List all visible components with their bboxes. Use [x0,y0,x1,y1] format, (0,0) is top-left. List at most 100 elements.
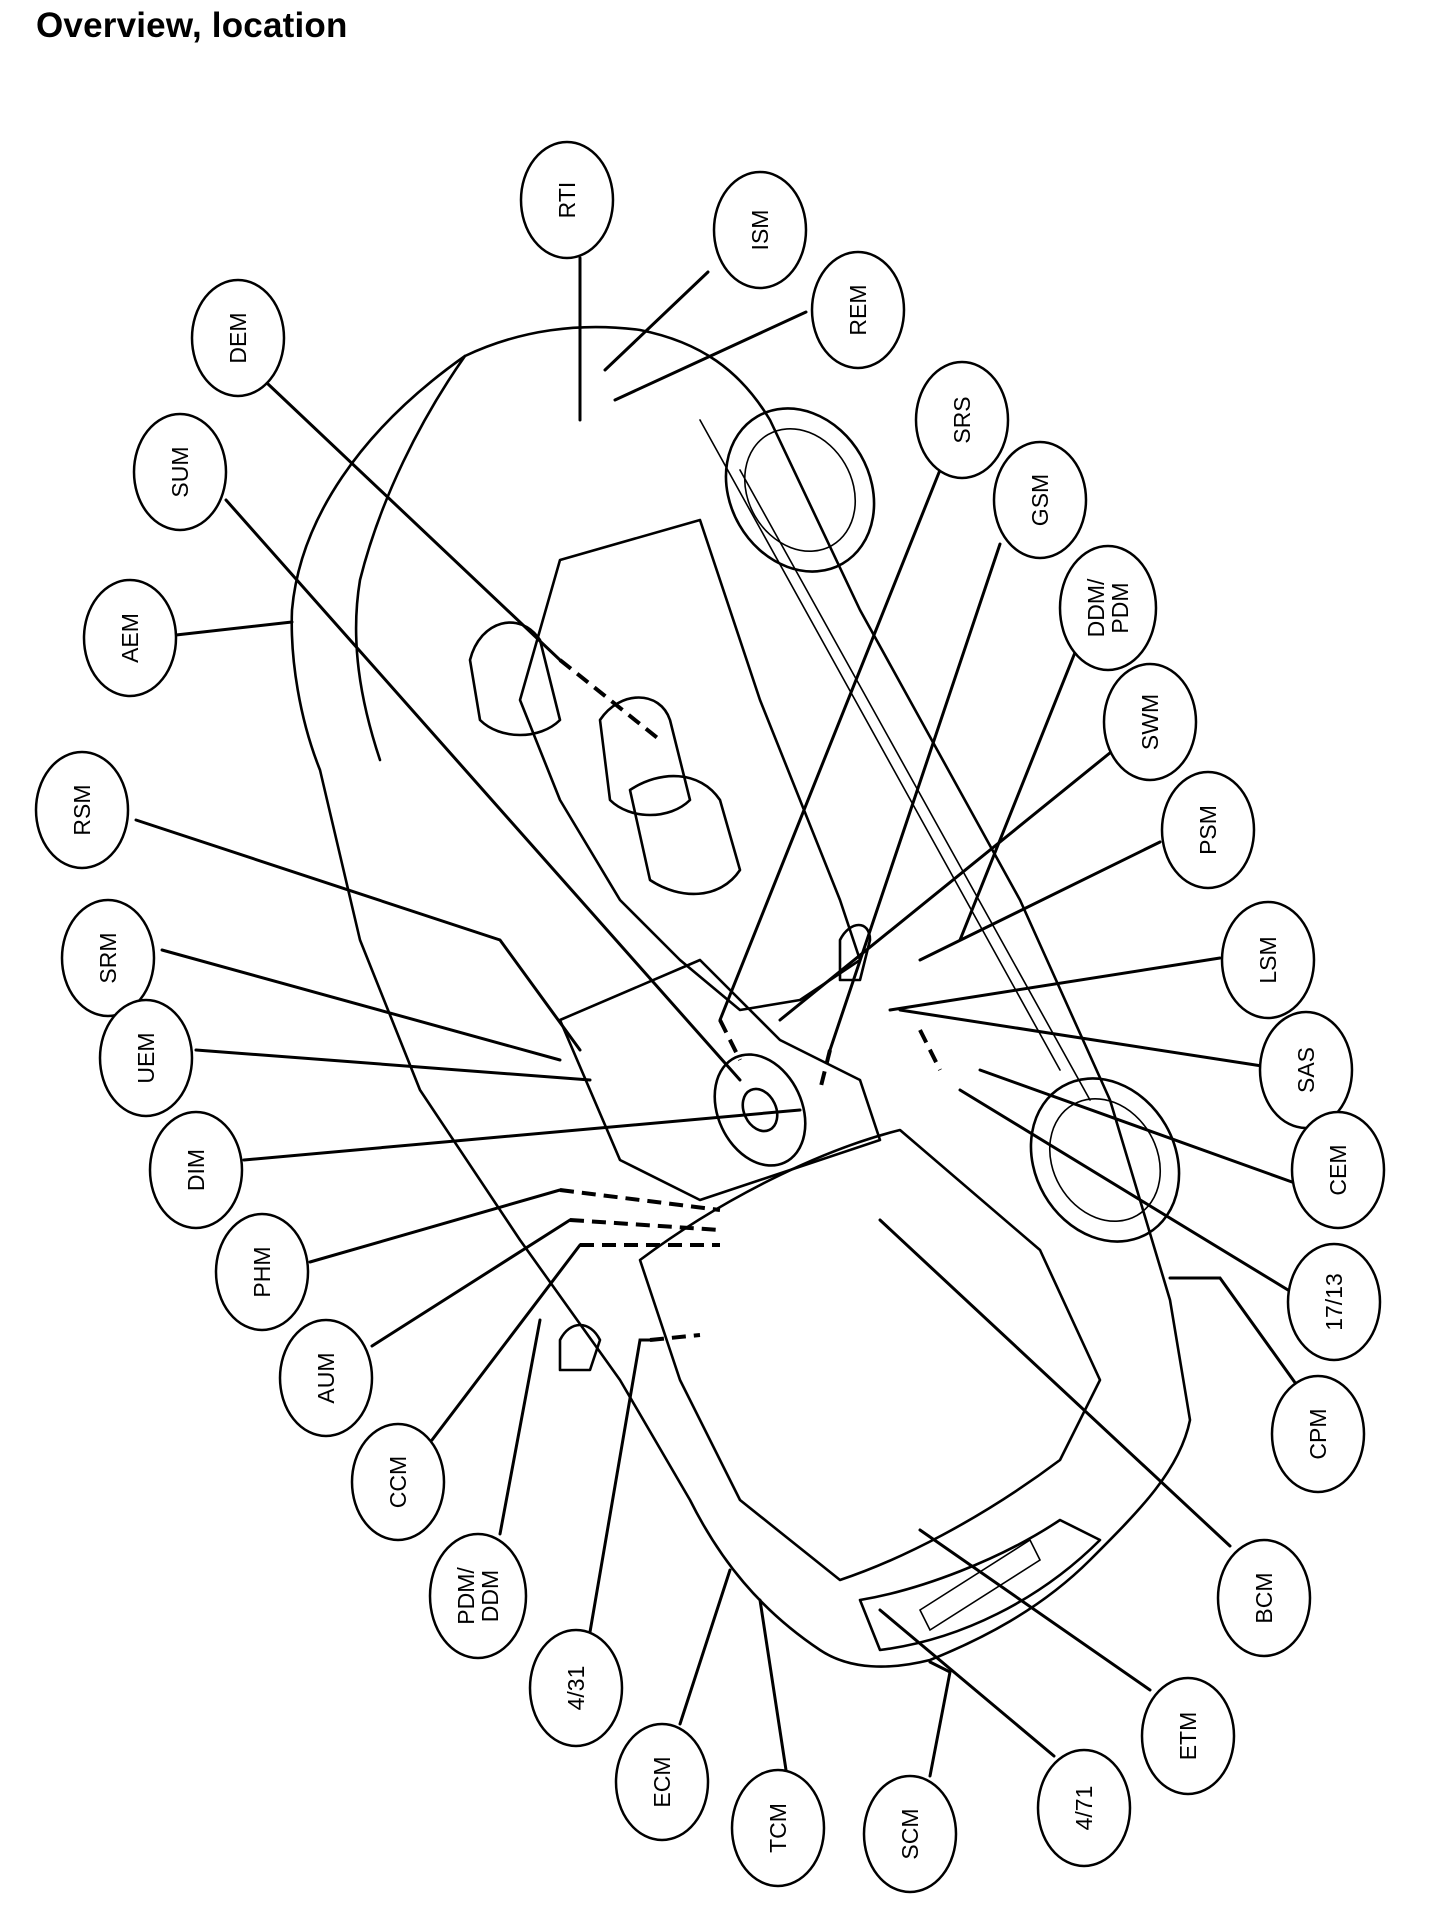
callout-label-cem: CEM [1325,1144,1351,1195]
callout-bubble-phm[interactable] [214,1212,310,1332]
leader-pdm-ddm-left [498,1318,542,1536]
callout-bubble-gsm[interactable] [992,440,1088,560]
callout-bubble-uem[interactable] [98,998,194,1118]
grille [918,1538,1042,1632]
rear-seat-left [468,621,562,737]
page-title: Overview, location [36,6,348,45]
leader-rsm [134,818,582,1052]
leader-rem [613,310,808,402]
left-mirror [558,1323,602,1372]
callout-bubble-rem[interactable] [810,250,906,370]
hidden-module-srs [718,1019,742,1061]
callout-label-cpm: CPM [1305,1408,1331,1459]
callout-bubble-dim[interactable] [148,1110,244,1230]
steering-hub [741,1087,779,1133]
leader-cpm [1168,1276,1298,1386]
callout-label-dim: DIM [183,1149,209,1191]
rear-wheel [724,407,876,573]
callout-label-rti: RTI [554,182,580,219]
callout-bubble-dem[interactable] [190,278,286,398]
callout-label-aum: AUM [313,1352,339,1403]
callout-bubble-cem[interactable] [1290,1110,1386,1230]
callout-label-tcm: TCM [765,1803,791,1853]
callout-label-pdm-ddm-left-line1: PDM/ [453,1567,479,1625]
leader-lsm [888,956,1222,1012]
leader-phm [308,1188,562,1264]
callout-bubble-pdm-ddm-left[interactable] [428,1532,528,1660]
callout-bubble-4-71[interactable] [1036,1748,1132,1868]
callout-bubble-psm[interactable] [1160,770,1256,890]
leader-aem [174,620,294,637]
callout-label-lsm: LSM [1255,936,1281,983]
side-sill-line-2 [739,469,1091,1101]
leader-17-13 [958,1088,1290,1292]
callout-bubble-rti[interactable] [519,140,615,260]
leader-tcm [758,1598,788,1772]
callout-bubble-swm[interactable] [1102,662,1198,782]
leader-ecm [678,1568,732,1726]
callout-bubble-srm[interactable] [60,898,156,1018]
callout-label-dem: DEM [225,312,251,363]
callout-label-ecm: ECM [649,1756,675,1807]
side-sill-line [699,419,1061,1071]
leader-sum [224,498,742,1082]
leader-4-71 [878,1608,1056,1758]
leader-4-31 [588,1338,652,1634]
callout-label-ccm: CCM [385,1456,411,1508]
dashboard [558,958,882,1202]
callout-bubble-cpm[interactable] [1270,1374,1366,1494]
leader-dim [242,1108,802,1162]
steering-wheel [713,1053,807,1167]
hidden-module-sas [918,1029,942,1071]
leader-srm [160,948,562,1062]
leader-gsm [828,542,1002,1052]
leader-ccm [430,1243,582,1442]
callout-label-rsm: RSM [69,784,95,835]
leader-dem [266,382,562,662]
callout-bubble-ccm[interactable] [350,1422,446,1542]
callout-label-4-71: 4/71 [1071,1786,1097,1831]
roof-line [354,354,467,762]
leader-srs [718,468,942,1022]
leader-bcm [878,1218,1232,1548]
callout-label-gsm: GSM [1027,474,1053,526]
callout-label-rem: REM [845,284,871,335]
hidden-module-aum [569,1218,721,1232]
front-seat-right [628,774,742,896]
callout-bubble-bcm[interactable] [1216,1538,1312,1658]
callout-label-pdm-ddm-left-line2: DDM [477,1570,503,1622]
leader-etm [918,1528,1152,1692]
callout-bubble-ecm[interactable] [614,1722,710,1842]
callout-bubble-4-31[interactable] [528,1628,624,1748]
callout-label-swm: SWM [1137,694,1163,750]
front-bumper [858,1518,1102,1652]
callout-bubble-aem[interactable] [82,578,178,698]
callout-bubble-ism[interactable] [712,170,808,290]
callout-bubble-etm[interactable] [1140,1676,1236,1796]
callout-bubble-lsm[interactable] [1220,900,1316,1020]
callout-label-ism: ISM [747,210,773,251]
callout-label-uem: UEM [133,1032,159,1083]
callout-bubble-rsm[interactable] [34,750,130,870]
callout-bubble-ddm-pdm-right[interactable] [1058,544,1158,672]
callout-label-scm: SCM [897,1808,923,1859]
front-wheel [1029,1077,1181,1243]
callout-label-ddm-pdm-right-line1: DDM/ [1083,578,1109,637]
callout-bubble-srs[interactable] [914,360,1010,480]
leader-psm [918,840,1162,962]
leader-cem [978,1068,1294,1184]
leader-uem [194,1048,592,1082]
rear-wheel-rim [743,427,857,553]
cabin-outline [518,518,862,1012]
leader-ddm-pdm-right [958,638,1082,942]
callout-bubble-17-13[interactable] [1286,1242,1382,1362]
callout-label-srm: SRM [95,932,121,983]
callout-bubble-sum[interactable] [132,412,228,532]
callout-bubble-tcm[interactable] [730,1768,826,1888]
callout-label-sum: SUM [167,446,193,497]
callout-label-sas: SAS [1293,1047,1319,1093]
callout-bubble-scm[interactable] [862,1774,958,1894]
callout-label-aem: AEM [117,613,143,663]
callout-bubble-aum[interactable] [278,1318,374,1438]
